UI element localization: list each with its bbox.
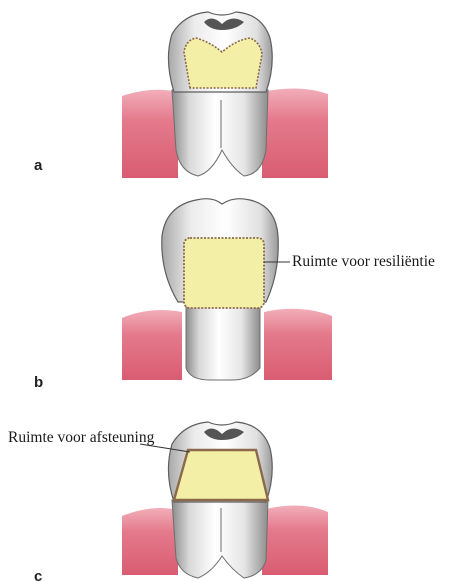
callout-resilience: Ruimte voor resiliëntie	[292, 253, 435, 270]
panel-letter-c: c	[34, 568, 42, 581]
gum-left	[122, 310, 182, 380]
panel-c: Ruimte voor afsteuning c	[8, 422, 328, 581]
tooth-root	[186, 300, 260, 380]
crown-core	[174, 450, 268, 500]
gum-left	[122, 90, 178, 178]
panel-a: a	[34, 12, 328, 178]
panel-b: Ruimte voor resiliëntie b	[34, 199, 435, 391]
callout-support: Ruimte voor afsteuning	[8, 429, 155, 446]
gum-right	[262, 505, 328, 575]
panel-letter-b: b	[34, 374, 43, 391]
crown-core	[184, 238, 264, 308]
panel-letter-a: a	[34, 157, 43, 174]
gum-left	[122, 508, 178, 575]
gum-right	[264, 309, 332, 380]
gum-right	[262, 88, 328, 178]
